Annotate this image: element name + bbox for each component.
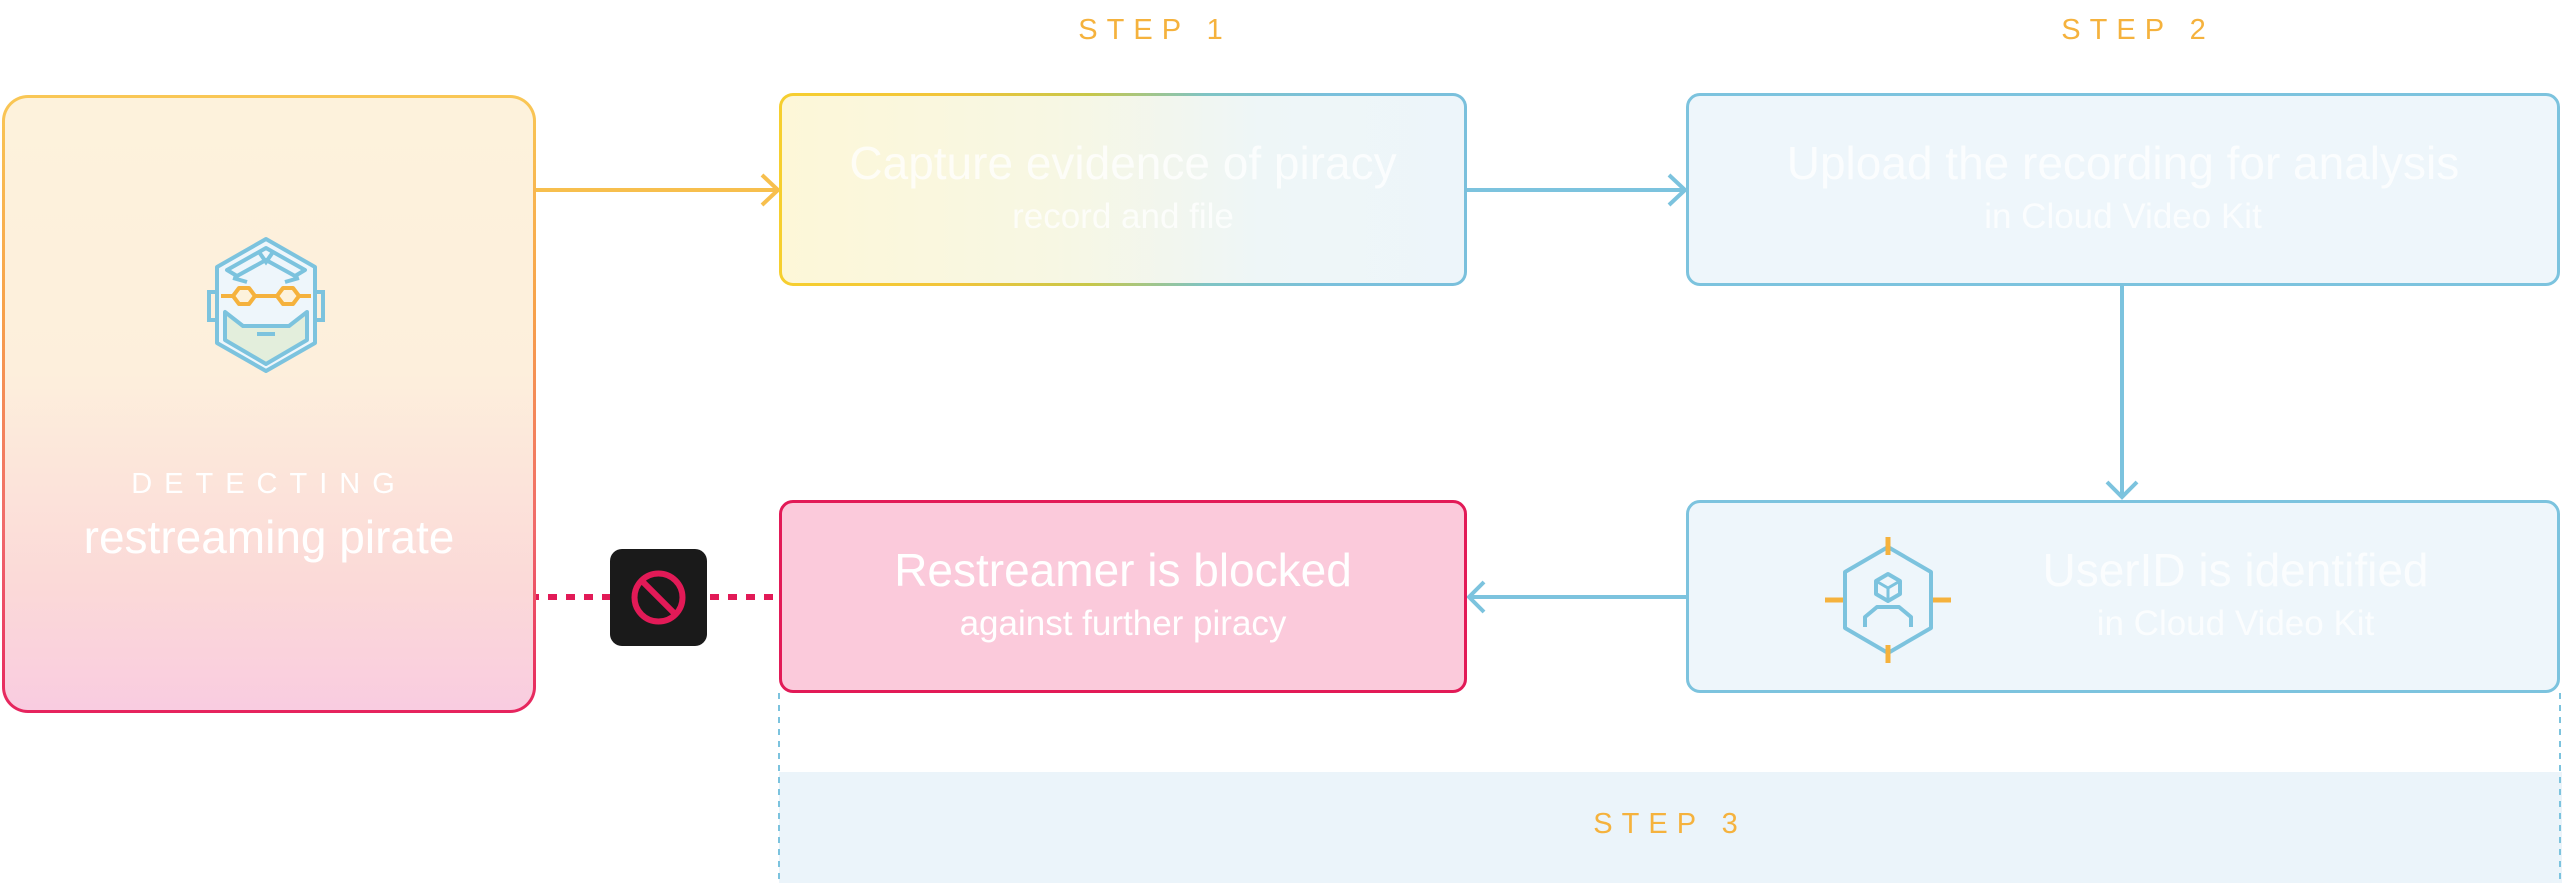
pirate-face-icon — [207, 237, 325, 373]
upload-recording-box: Upload the recording for analysis in Clo… — [1686, 93, 2560, 286]
step-1-label: STEP 1 — [1078, 14, 1232, 46]
arrow-upload-to-userid — [2105, 286, 2139, 500]
userid-identified-box: UserID is identified in Cloud Video Kit — [1686, 500, 2560, 693]
blocked-icon — [631, 570, 686, 625]
upload-subtitle: in Cloud Video Kit — [1984, 196, 2262, 236]
arrow-capture-to-upload — [1467, 173, 1688, 207]
step-3-label: STEP 3 — [1593, 808, 1747, 840]
restreamer-blocked-box: Restreamer is blocked against further pi… — [779, 500, 1467, 693]
detecting-label: DETECTING — [131, 468, 407, 500]
capture-evidence-box: Capture evidence of piracy record and fi… — [779, 93, 1467, 286]
pirate-title: restreaming pirate — [83, 511, 455, 563]
pirate-card: DETECTING restreaming pirate — [2, 95, 536, 713]
blocked-subtitle: against further piracy — [959, 603, 1287, 643]
arrow-pirate-to-capture — [530, 173, 781, 207]
upload-title: Upload the recording for analysis — [1786, 136, 2460, 189]
capture-title: Capture evidence of piracy — [849, 136, 1397, 189]
user-target-icon — [1825, 537, 1951, 663]
userid-subtitle: in Cloud Video Kit — [2096, 603, 2375, 643]
arrow-userid-to-blocked — [1466, 580, 1686, 614]
userid-title: UserID is identified — [2042, 543, 2429, 596]
blocked-title: Restreamer is blocked — [894, 543, 1352, 596]
block-badge — [610, 549, 707, 646]
step-3-panel — [779, 772, 2562, 883]
step-2-label: STEP 2 — [2061, 14, 2215, 46]
capture-subtitle: record and file — [1012, 196, 1234, 236]
